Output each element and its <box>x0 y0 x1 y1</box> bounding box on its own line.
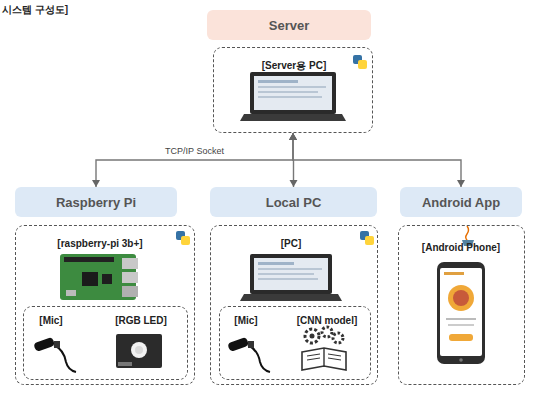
device-label: [PC] <box>281 238 302 249</box>
microphone-icon-part <box>33 337 55 352</box>
raspberry-pi-board-part <box>102 274 112 284</box>
raspberry-pi-board-part <box>64 257 114 262</box>
laptop-icon-part <box>250 254 332 294</box>
socket-connector <box>289 133 465 187</box>
cnn-model-icon-part <box>322 327 332 337</box>
arrow-head <box>289 133 297 140</box>
cnn-model-icon-part <box>305 329 319 343</box>
phone-icon-part <box>448 285 474 311</box>
laptop-icon-part <box>258 96 322 98</box>
phone-icon <box>437 262 485 364</box>
microphone-icon-part <box>54 341 60 348</box>
device-label: [Android Phone] <box>422 242 500 253</box>
cnn-model-icon-part <box>302 348 346 370</box>
arrow-head <box>457 180 465 187</box>
microphone-icon-part <box>248 341 254 348</box>
python-icon-part <box>358 60 367 69</box>
group-header: Android App <box>400 187 522 217</box>
dashed-group-box: [PC] [Mic] [CNN model] <box>210 225 378 385</box>
group-header: Raspberry Pi <box>15 187 177 217</box>
rgb-led-module-part <box>116 334 162 368</box>
group-header: Server <box>207 10 371 40</box>
header-text: Server <box>269 18 309 33</box>
python-icon <box>176 231 190 245</box>
device-label: [Mic] <box>39 315 62 326</box>
phone-icon-part <box>446 318 476 320</box>
device-label: [CNN model] <box>297 315 358 326</box>
connector-line <box>96 133 293 187</box>
phone-icon-part <box>449 334 473 341</box>
dashed-group-box: [Mic] [CNN model] <box>219 306 371 380</box>
header-text: Android App <box>422 195 500 210</box>
cnn-model-icon-part <box>333 333 343 343</box>
connector-line <box>293 133 461 187</box>
laptop-icon-part <box>258 80 298 83</box>
rgb-led-module <box>116 334 162 368</box>
laptop-icon-part <box>258 268 322 270</box>
header-text: Local PC <box>266 195 322 210</box>
microphone-icon <box>33 337 76 372</box>
dashed-group-box: [Server용 PC] <box>213 47 373 133</box>
python-icon <box>353 55 367 69</box>
microphone-icon-part <box>227 337 249 352</box>
socket-connector <box>92 133 297 187</box>
phone-icon-part <box>437 262 485 364</box>
dashed-group-box: [raspberry-pi 3b+] [Mic] [RGB LED] <box>15 225 195 385</box>
microphone-icon-part <box>248 345 270 372</box>
raspberry-pi-board-part <box>122 272 138 283</box>
dashed-group-box: [Mic] [RGB LED] <box>23 306 188 380</box>
laptop-icon-part <box>258 86 326 88</box>
python-icon <box>360 231 374 245</box>
python-icon-part <box>365 236 374 245</box>
laptop-icon-part <box>258 273 314 275</box>
group-header: Local PC <box>210 187 377 217</box>
phone-icon-part <box>453 290 469 306</box>
laptop-icon-part <box>258 262 294 265</box>
device-label: [Server용 PC] <box>262 59 326 73</box>
rgb-led-module-part <box>118 362 132 366</box>
cnn-model-icon <box>302 327 346 370</box>
laptop-icon-part <box>240 114 346 121</box>
python-icon-part <box>181 236 190 245</box>
device-label: [Mic] <box>234 315 257 326</box>
edge-label: TCP/IP Socket <box>163 146 226 156</box>
laptop-icon-part <box>240 294 342 301</box>
dashed-group-box: [Android Phone] <box>398 225 525 385</box>
arrow-head <box>289 133 297 140</box>
device-label: [raspberry-pi 3b+] <box>57 238 142 249</box>
cnn-model-icon-part <box>323 348 324 366</box>
phone-icon-part <box>444 272 464 275</box>
laptop-icon-part <box>258 278 318 280</box>
laptop-icon-part <box>258 91 318 93</box>
phone-icon-part <box>440 268 482 356</box>
header-text: Raspberry Pi <box>56 195 136 210</box>
arrow-head <box>289 133 297 140</box>
laptop-icon-part <box>250 72 336 114</box>
java-icon-part <box>466 226 469 241</box>
arrow-head <box>290 180 298 187</box>
raspberry-pi-board <box>60 254 138 300</box>
rgb-led-module-part <box>135 346 143 354</box>
laptop-icon-part <box>254 258 328 290</box>
raspberry-pi-board-part <box>122 286 138 297</box>
arrow-head <box>92 180 100 187</box>
device-label: [RGB LED] <box>115 315 167 326</box>
laptop-icon <box>240 254 342 301</box>
figure-title: 시스템 구성도] <box>2 3 68 17</box>
cnn-model-icon-part <box>307 354 341 360</box>
raspberry-pi-board-part <box>66 290 76 296</box>
microphone-icon-part <box>54 345 76 372</box>
raspberry-pi-board-part <box>82 272 98 286</box>
laptop-icon <box>240 72 346 121</box>
phone-icon-part <box>448 324 474 326</box>
laptop-icon-part <box>254 76 332 110</box>
cnn-model-icon-part <box>310 334 315 339</box>
raspberry-pi-board-part <box>122 258 138 269</box>
microphone-icon <box>227 337 270 372</box>
rgb-led-module-part <box>131 342 147 358</box>
phone-icon-part <box>459 358 463 362</box>
